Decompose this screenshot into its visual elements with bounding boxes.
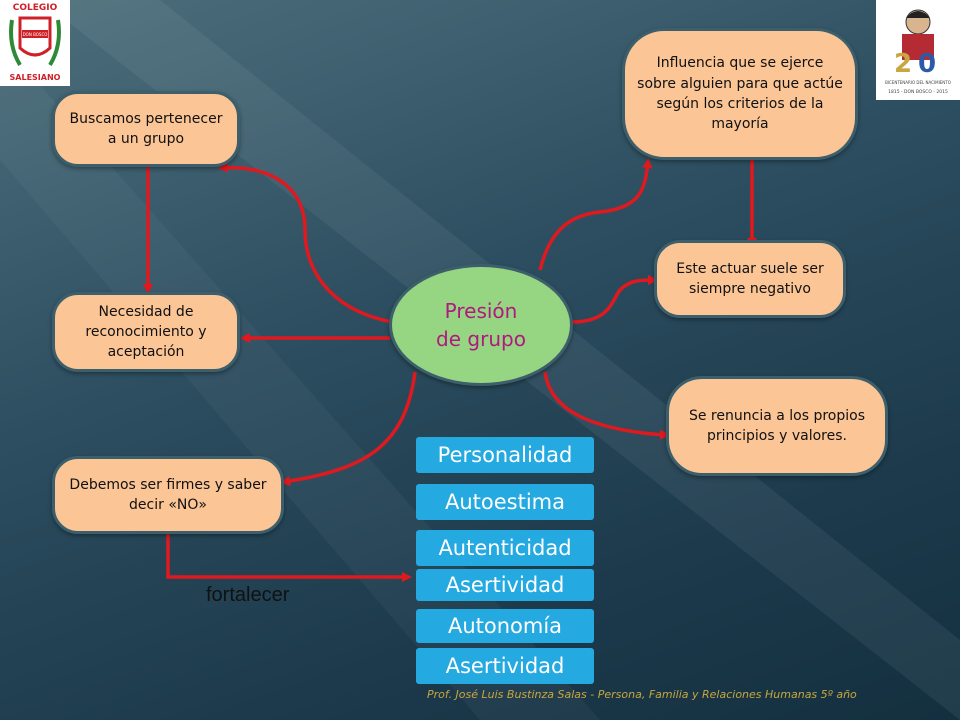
label-fortalecer: fortalecer xyxy=(206,584,290,606)
logo-text-bottom: SALESIANO xyxy=(10,73,61,82)
svg-text:0: 0 xyxy=(918,49,936,79)
arrow-to-renuncia xyxy=(543,371,670,440)
logo-years: 1815 - DON BOSCO - 2015 xyxy=(888,89,948,95)
node-negativo: Este actuar suele ser siempre negativo xyxy=(654,240,846,318)
center-line1: Presión xyxy=(444,299,518,323)
arrow-to-negativo xyxy=(571,275,658,324)
footer-credit: Prof. José Luis Bustinza Salas - Persona… xyxy=(427,688,857,701)
logo-caption: BICENTENARIO DEL NACIMIENTO xyxy=(885,80,951,85)
pill-autoestima: Autoestima xyxy=(416,484,594,520)
logo-shield-text: DON BOSCO xyxy=(23,32,48,37)
node-influencia: Influencia que se ejerce sobre alguien p… xyxy=(622,28,858,160)
node-firmes: Debemos ser firmes y saber decir «NO» xyxy=(52,456,284,534)
pill-autenticidad: Autenticidad xyxy=(416,530,594,566)
school-logo-left: COLEGIO DON BOSCO SALESIANO xyxy=(0,0,70,86)
center-line2: de grupo xyxy=(436,327,526,351)
svg-text:2: 2 xyxy=(894,49,912,79)
pill-asertividad-1: Asertividad xyxy=(416,569,594,601)
pill-personalidad: Personalidad xyxy=(416,437,594,473)
logo-text-top: COLEGIO xyxy=(13,3,58,13)
arrow-to-pertenecer xyxy=(218,162,393,324)
center-node-presion-de-grupo: Presión de grupo xyxy=(389,264,573,386)
arrow-to-firmes xyxy=(280,371,417,487)
node-reconocimiento: Necesidad de reconocimiento y aceptación xyxy=(52,292,240,372)
arrow-to-influencia xyxy=(538,158,653,271)
node-pertenecer: Buscamos pertenecer a un grupo xyxy=(52,91,240,167)
pill-asertividad-2: Asertividad xyxy=(416,648,594,684)
arrow-firmes-to-pills xyxy=(166,534,412,582)
node-renuncia: Se renuncia a los propios principios y v… xyxy=(666,376,888,476)
bicentenario-logo-right: 2 0 BICENTENARIO DEL NACIMIENTO 1815 - D… xyxy=(876,0,960,100)
pill-autonomia: Autonomía xyxy=(416,609,594,643)
